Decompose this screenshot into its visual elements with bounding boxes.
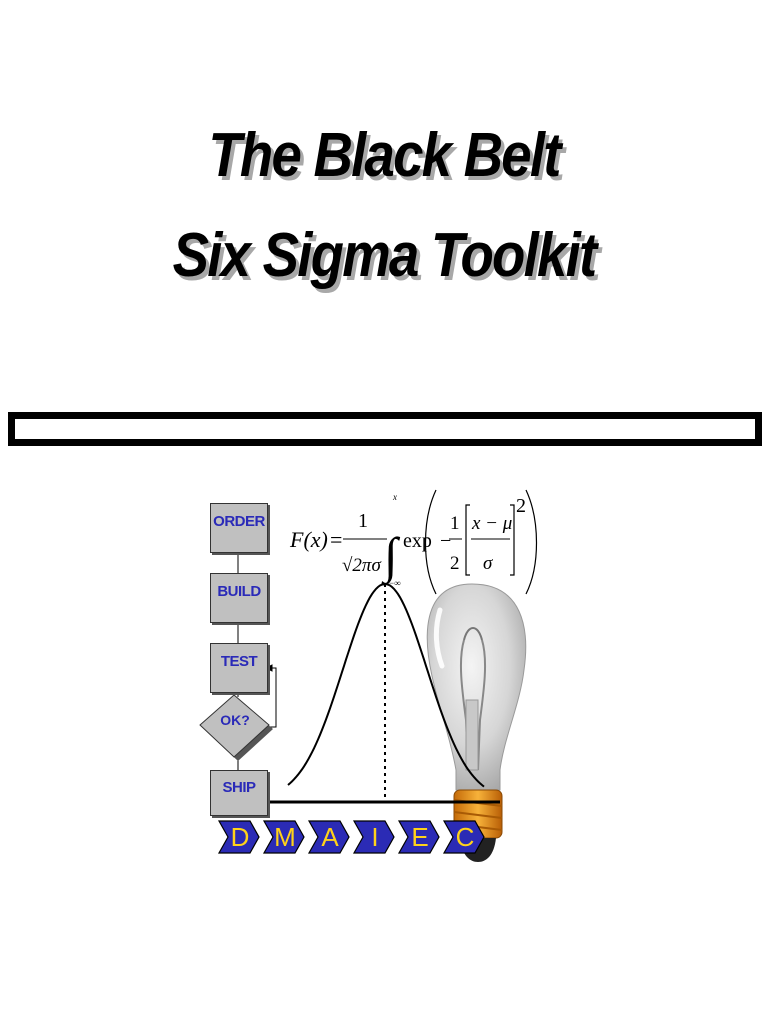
chevron-shape [262, 820, 305, 854]
formula-denominator: √2πσ [342, 555, 381, 576]
chevron-shape [352, 820, 395, 854]
chevron-letter: E [411, 822, 428, 852]
horizontal-divider-bar [8, 412, 762, 446]
formula-frac-num: x − μ [471, 513, 512, 534]
flowchart-step-order: ORDER [210, 503, 268, 553]
chevron-shape [307, 820, 350, 854]
chevron-letter: A [321, 822, 339, 852]
flowchart-decision-ok [199, 694, 273, 761]
formula-half-den: 2 [450, 553, 460, 574]
chevron-shape [442, 820, 485, 854]
chevron-letter: D [231, 822, 250, 852]
dmaiec-step-c: C [442, 820, 485, 854]
chevron-letter: I [371, 822, 378, 852]
chevron-shape [217, 820, 260, 854]
formula-lower-limit: −∞ [389, 578, 401, 588]
formula-exp: exp [403, 530, 432, 552]
formula-equals: = [330, 527, 342, 552]
integral-sign: ∫ [381, 527, 401, 586]
chevron-shape [397, 820, 440, 854]
dmaiec-step-m: M [262, 820, 305, 854]
normal-distribution-formula: F(x) = 1 √2πσ ∫ x −∞ exp − 1 2 x − μ σ 2 [289, 489, 538, 595]
dmaiec-step-e: E [397, 820, 440, 854]
title-line-2: Six Sigma Toolkit [172, 221, 598, 290]
dmaiec-step-i: I [352, 820, 395, 854]
dmaiec-step-d: D [217, 820, 260, 854]
formula-half-num: 1 [450, 513, 460, 534]
flowchart-step-ship: SHIP [210, 770, 268, 816]
flowchart-step-build: BUILD [210, 573, 268, 623]
title-line-1: The Black Belt [208, 121, 561, 190]
chevron-letter: C [456, 822, 475, 852]
formula-power: 2 [516, 495, 526, 517]
formula-numerator: 1 [358, 510, 368, 532]
formula-lhs: F(x) [289, 527, 328, 552]
flowchart-decision-label: OK? [220, 712, 250, 728]
formula-minus: − [440, 530, 451, 552]
dmaiec-step-a: A [307, 820, 350, 854]
chevron-letter: M [274, 822, 296, 852]
flowchart-step-test: TEST [210, 643, 268, 693]
lightbulb-icon [426, 583, 527, 862]
formula-upper-limit: x [392, 492, 397, 502]
formula-frac-den: σ [483, 553, 493, 574]
